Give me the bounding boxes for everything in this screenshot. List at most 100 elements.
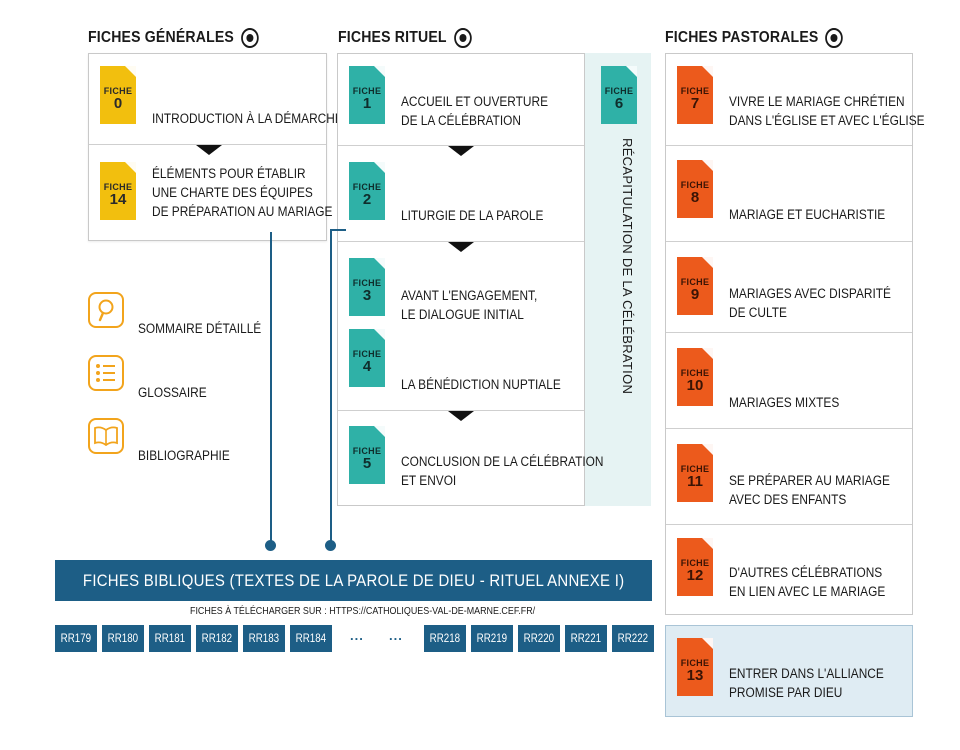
fiche-badge-13[interactable]: FICHE 13 (677, 638, 713, 696)
rr-code[interactable]: RR180 (102, 625, 144, 652)
fiche-title-0[interactable]: Introduction à la démarche (152, 111, 343, 126)
fiche-title-11[interactable]: Se préparer au mariage avec des enfants (729, 473, 890, 507)
rr-code[interactable]: RR220 (518, 625, 560, 652)
rr-code[interactable]: RR221 (565, 625, 607, 652)
rr-code-label: RR184 (295, 632, 327, 645)
rr-code-label: RR220 (523, 632, 555, 645)
rr-code-label: RR181 (154, 632, 186, 645)
rr-code[interactable]: RR222 (612, 625, 654, 652)
rr-code[interactable]: RR181 (149, 625, 191, 652)
fiche-title-9[interactable]: Mariages avec disparité de culte (729, 286, 891, 320)
connector-line (330, 229, 346, 231)
list-icon[interactable] (88, 355, 124, 391)
rr-code-label: RR179 (60, 632, 92, 645)
fiche-badge-label: FICHE (352, 182, 382, 192)
fiche-badge-12[interactable]: FICHE 12 (677, 538, 713, 596)
recap-title[interactable]: RÉCAPITULATION DE LA CÉLÉBRATION (620, 138, 635, 395)
fiche-title-14[interactable]: Éléments pour établir une charte des équ… (152, 166, 333, 219)
fiche-badge-label: FICHE (352, 278, 382, 288)
flow-arrow (448, 146, 474, 156)
rr-code[interactable]: RR183 (243, 625, 285, 652)
fiche-badge-number: 5 (362, 455, 372, 472)
fiche-badge-11[interactable]: FICHE 11 (677, 444, 713, 502)
column-title-text: FICHES GÉNÉRALES (88, 29, 234, 46)
fiche-title-10[interactable]: Mariages mixtes (729, 395, 840, 410)
fiche-badge-5[interactable]: FICHE 5 (349, 426, 385, 484)
fiche-title-12[interactable]: D'autres célébrations en lien avec le ma… (729, 565, 886, 599)
column-title-text: FICHES PASTORALES (665, 29, 819, 46)
resource-label-bibliographie[interactable]: BIBLIOGRAPHIE (138, 448, 230, 463)
target-icon[interactable] (241, 28, 259, 48)
fiche-badge-label: FICHE (352, 86, 382, 96)
connector-line (270, 232, 272, 546)
fiche-badge-4[interactable]: FICHE 4 (349, 329, 385, 387)
ellipsis: ... (389, 628, 403, 643)
target-icon[interactable] (453, 28, 472, 48)
fiche-badge-14[interactable]: FICHE 14 (100, 162, 136, 220)
fiche-badge-label: FICHE (352, 446, 382, 456)
fiche-badge-number: 6 (614, 95, 624, 112)
rr-code-label: RR183 (248, 632, 280, 645)
fiche-badge-1[interactable]: FICHE 1 (349, 66, 385, 124)
fiche-badge-number: 4 (362, 358, 372, 375)
fiche-title-4[interactable]: La bénédiction nuptiale (401, 377, 561, 392)
fiche-badge-6[interactable]: FICHE 6 (601, 66, 637, 124)
resource-label-sommaire[interactable]: SOMMAIRE DÉTAILLÉ (138, 321, 262, 336)
fiche-badge-label: FICHE (680, 86, 710, 96)
fiche-badge-number: 7 (690, 95, 700, 112)
fiche-badge-10[interactable]: FICHE 10 (677, 348, 713, 406)
fiche-badge-label: FICHE (680, 368, 710, 378)
fiche-badge-number: 3 (362, 287, 372, 304)
row-divider (338, 145, 584, 146)
fiche-badge-label: FICHE (680, 464, 710, 474)
rr-code[interactable]: RR182 (196, 625, 238, 652)
row-divider (666, 332, 912, 333)
row-divider (666, 145, 912, 146)
fiche-title-3[interactable]: Avant l'engagement, le dialogue initial (401, 288, 538, 322)
flow-arrow (196, 145, 222, 155)
fiche-title-7[interactable]: Vivre le mariage chrétien dans l'Église … (729, 94, 925, 128)
connector-dot (325, 540, 336, 551)
fiche-badge-number: 13 (686, 667, 704, 684)
rr-code-label: RR221 (570, 632, 602, 645)
download-note[interactable]: FICHES À TÉLÉCHARGER SUR : HTTPS://CATHO… (190, 605, 536, 617)
row-divider (89, 144, 326, 145)
rr-code-label: RR180 (107, 632, 139, 645)
fiche-badge-3[interactable]: FICHE 3 (349, 258, 385, 316)
rituel-box: FICHE 1 Accueil et ouverture de la céléb… (337, 53, 603, 506)
generales-box: FICHE 0 Introduction à la démarche FICHE… (88, 53, 343, 241)
row-divider (666, 428, 912, 429)
book-icon[interactable] (88, 418, 124, 454)
fiche-title-2[interactable]: Liturgie de la Parole (401, 208, 544, 223)
fiche-title-5[interactable]: Conclusion de la célébration et envoi (401, 454, 604, 488)
rr-code-label: RR218 (429, 632, 461, 645)
connector-line (330, 229, 332, 546)
column-title-generales: FICHES GÉNÉRALES (88, 28, 259, 48)
fiche-badge-label: FICHE (680, 558, 710, 568)
fiche-badge-number: 1 (362, 95, 372, 112)
fiche-badge-2[interactable]: FICHE 2 (349, 162, 385, 220)
rr-code-label: RR219 (476, 632, 508, 645)
fiche-badge-0[interactable]: FICHE 0 (100, 66, 136, 124)
fiche-title-1[interactable]: Accueil et ouverture de la célébration (401, 94, 549, 128)
pastorales-box: FICHE 7 Vivre le mariage chrétien dans l… (665, 53, 925, 615)
target-icon[interactable] (825, 28, 844, 48)
fiche-badge-number: 14 (109, 191, 127, 208)
fiche-badge-7[interactable]: FICHE 7 (677, 66, 713, 124)
fiche-badge-number: 12 (686, 567, 704, 584)
fiche-badge-9[interactable]: FICHE 9 (677, 257, 713, 315)
fiche-title-8[interactable]: Mariage et Eucharistie (729, 207, 886, 222)
rr-code[interactable]: RR179 (55, 625, 97, 652)
fiche-badge-label: FICHE (680, 658, 710, 668)
rr-code[interactable]: RR184 (290, 625, 332, 652)
rr-code[interactable]: RR219 (471, 625, 513, 652)
recap-panel (585, 53, 651, 506)
fiche-badge-number: 0 (113, 95, 123, 112)
fiche-title-13[interactable]: Entrer dans l'Alliance promise par Dieu (729, 666, 884, 700)
bibliques-banner[interactable]: FICHES BIBLIQUES (TEXTES DE LA PAROLE DE… (55, 560, 652, 601)
resource-label-glossaire[interactable]: GLOSSAIRE (138, 385, 207, 400)
column-title-pastorales: FICHES PASTORALES (665, 28, 844, 48)
magnifier-icon[interactable] (88, 292, 124, 328)
rr-code[interactable]: RR218 (424, 625, 466, 652)
fiche-badge-8[interactable]: FICHE 8 (677, 160, 713, 218)
